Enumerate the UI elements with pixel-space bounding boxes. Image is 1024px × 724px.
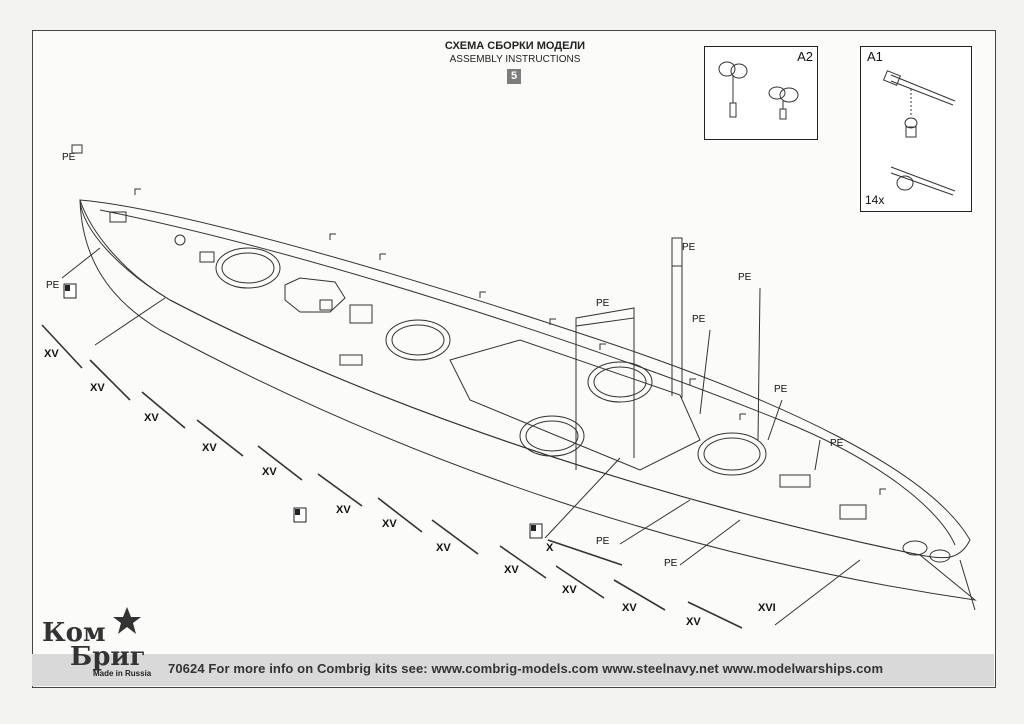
inset-a2-label: A2 [797,49,813,64]
part-x-label: X [546,542,554,554]
part-xv-label: XV [44,348,59,360]
pe-label: PE [774,384,788,395]
pe-label: PE [664,558,678,569]
gun-barrel-drawing [882,70,956,196]
title-english: ASSEMBLY INSTRUCTIONS [449,54,581,65]
inset-a1-label: A1 [867,49,883,64]
part-xv-label: XV [686,616,701,628]
part-xvi-label: XVI [758,602,776,614]
part-xv-label: XV [562,584,577,596]
turret-ring-1 [215,247,281,289]
star-icon [113,607,141,634]
title-russian: СХЕМА СБОРКИ МОДЕЛИ [444,40,586,52]
turret-ring-4 [519,415,585,457]
part-xv-label: XV [262,466,277,478]
pe-label: PE [596,298,610,309]
part-xv-label: XV [202,442,217,454]
part-xv-label: XV [144,412,159,424]
pe-label: PE [46,280,60,291]
pe-label: PE [62,152,76,163]
part-xv-label: XV [436,542,451,554]
inset-a1: A1 14x [860,46,972,212]
part-xv-label: XV [622,602,637,614]
pe-label: PE [692,314,706,325]
part-xv-label: XV [90,382,105,394]
brand-logo-line2: Бриг [70,642,146,672]
step-number-badge: 5 [507,69,521,84]
turret-ring-2 [385,319,451,361]
pe-label: PE [682,242,696,253]
railing-rods [41,324,743,629]
made-in-label: Made in Russia [93,669,152,678]
searchlight-drawing [718,61,799,120]
brand-logo-line1: Ком [42,618,106,648]
part-xv-label: XV [336,504,351,516]
turret-ring-5 [697,432,767,476]
part-xv-label: XV [382,518,397,530]
pe-label: PE [596,536,610,547]
turret-ring-3 [587,361,653,403]
inset-a2: A2 [704,46,818,140]
footer-info-text: 70624 For more info on Combrig kits see:… [168,661,884,676]
part-xv-label: XV [504,564,519,576]
hull-side [79,199,977,601]
footer-band [32,654,994,686]
pe-label: PE [738,272,752,283]
inset-a1-quantity: 14x [865,193,885,207]
pe-label: PE [830,438,844,449]
